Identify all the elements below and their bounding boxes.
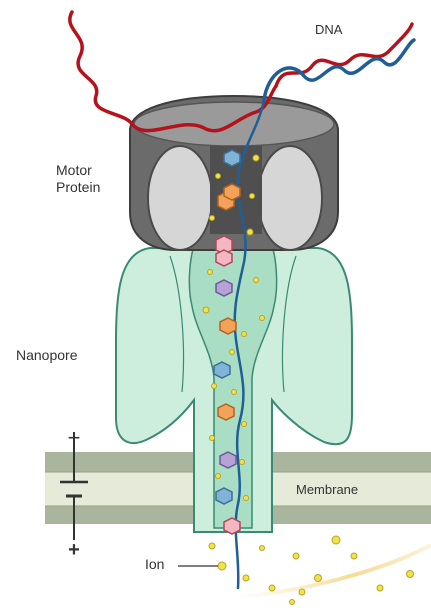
nucleotide-orange (224, 184, 240, 200)
ion-dot (407, 571, 414, 578)
ion-dot (230, 350, 235, 355)
ion-label: Ion (145, 556, 164, 573)
nanopore-label: Nanopore (16, 347, 78, 364)
nucleotide-pink (224, 518, 240, 534)
nucleotide-orange (218, 404, 234, 420)
motor-protein-left-lobe (148, 146, 212, 250)
ion-dot (210, 436, 215, 441)
ion-dot (377, 585, 383, 591)
motor-protein-right-lobe (258, 146, 322, 250)
ion-dot (244, 496, 249, 501)
ion-dot (242, 422, 247, 427)
ion-dot (210, 216, 215, 221)
ion-dot (242, 332, 247, 337)
ion-dot (315, 575, 322, 582)
ion-dot (216, 474, 221, 479)
dna-label: DNA (315, 21, 342, 38)
ion-dot (250, 194, 255, 199)
electrode-negative-sign: − (68, 425, 81, 450)
ion-dot (218, 562, 226, 570)
nucleotide-purple (216, 280, 232, 296)
ion-dot (254, 278, 259, 283)
motor-protein (130, 96, 338, 250)
ion-dot (203, 307, 209, 313)
ion-dot (208, 270, 213, 275)
ion-dot (293, 553, 299, 559)
ion-dot (299, 589, 305, 595)
ion-current-glow (238, 545, 431, 597)
ion-dot (269, 585, 275, 591)
membrane-label: Membrane (296, 481, 358, 498)
ion-dot (232, 390, 237, 395)
nucleotide-orange (220, 318, 236, 334)
nucleotide-pink (216, 250, 232, 266)
ion-dot (243, 575, 249, 581)
ion-dot (216, 174, 221, 179)
motor-protein-label-line1: Motor (56, 162, 112, 179)
nucleotide-purple (220, 452, 236, 468)
nucleotide-blue (214, 362, 230, 378)
dna-helix-red-strand (276, 24, 412, 86)
motor-protein-label: Motor Protein (56, 162, 112, 196)
ion-dot (260, 546, 265, 551)
ion-dot (351, 553, 357, 559)
motor-protein-label-line2: Protein (56, 179, 112, 196)
ion-dot (253, 155, 259, 161)
ion-dot (240, 460, 245, 465)
ion-dot (209, 543, 215, 549)
ion-dot (212, 384, 217, 389)
nucleotide-blue (216, 488, 232, 504)
ion-dot (290, 600, 295, 605)
electrode-positive-sign: + (68, 539, 80, 561)
nucleotide-blue (224, 150, 240, 166)
ion-dot (247, 229, 253, 235)
ion-dot (332, 536, 340, 544)
ion-dot (260, 316, 265, 321)
